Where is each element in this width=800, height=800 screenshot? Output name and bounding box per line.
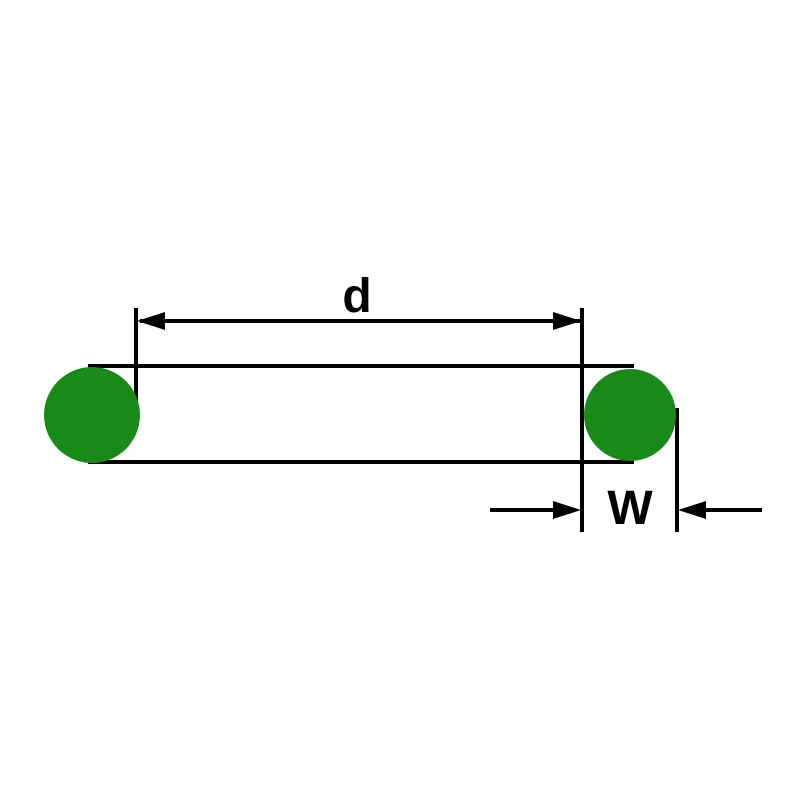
oring-right-cross-section xyxy=(584,369,676,461)
inner-diameter-left-arrow-icon xyxy=(137,312,165,330)
width-label: W xyxy=(607,482,653,535)
width-right-arrow-icon xyxy=(678,501,706,519)
oring-left-cross-section xyxy=(44,367,140,463)
width-left-arrow-icon xyxy=(553,501,581,519)
inner-diameter-right-arrow-icon xyxy=(553,312,581,330)
inner-diameter-label: d xyxy=(342,270,371,323)
